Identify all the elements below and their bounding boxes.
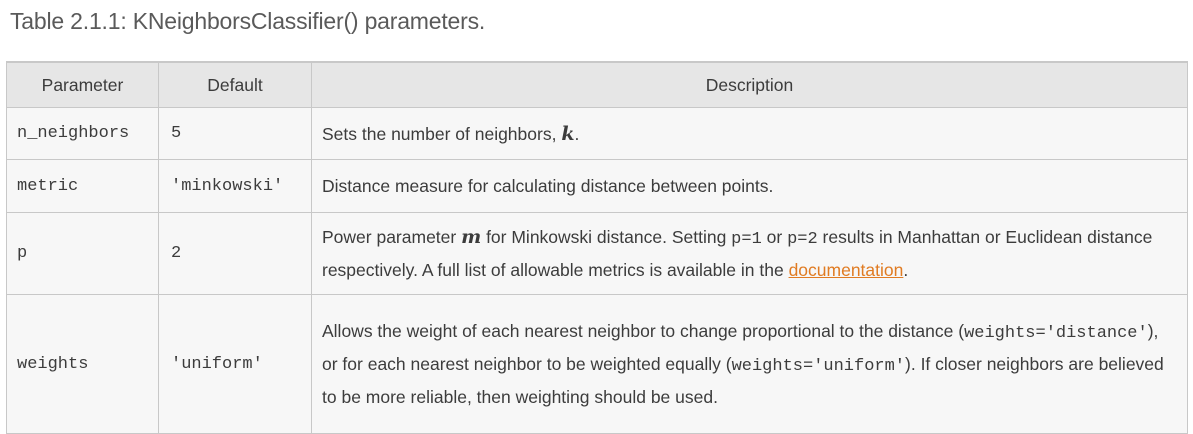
header-parameter: Parameter: [6, 61, 159, 108]
desc-text: or: [761, 227, 788, 247]
param-name: n_neighbors: [6, 107, 159, 160]
desc-text: Distance measure for calculating distanc…: [322, 176, 774, 196]
table-row: metric 'minkowski' Distance measure for …: [6, 159, 1188, 213]
param-default: 'minkowski': [158, 159, 312, 213]
param-default: 2: [158, 212, 312, 295]
table-row: n_neighbors 5 Sets the number of neighbo…: [6, 107, 1188, 160]
desc-text: results in Manhattan or Euclidean distan…: [322, 227, 1153, 280]
inline-code: p=2: [787, 230, 818, 249]
header-description: Description: [311, 61, 1188, 108]
param-default: 5: [158, 107, 312, 160]
desc-text: ), or for each nearest neighbor to be we…: [322, 321, 1159, 374]
desc-text: .: [574, 123, 580, 144]
math-symbol: m: [461, 226, 482, 248]
documentation-link[interactable]: documentation: [788, 260, 904, 280]
param-name: metric: [6, 159, 159, 213]
desc-text: Power parameter: [322, 227, 462, 247]
inline-code: weights='uniform': [731, 357, 906, 376]
header-default: Default: [158, 61, 312, 108]
param-description: Allows the weight of each nearest neighb…: [311, 294, 1188, 434]
desc-text: Allows the weight of each nearest neighb…: [322, 321, 965, 341]
desc-text: .: [903, 260, 909, 280]
inline-code: p=1: [731, 230, 762, 249]
table-row: weights 'uniform' Allows the weight of e…: [6, 294, 1188, 434]
param-name: weights: [6, 294, 159, 434]
table-caption: Table 2.1.1: KNeighborsClassifier() para…: [10, 8, 486, 34]
table-header-row: Parameter Default Description: [6, 61, 1188, 108]
param-name: p: [6, 212, 159, 295]
desc-text: for Minkowski distance. Setting: [481, 227, 732, 247]
table-row: p 2 Power parameter m for Minkowski dist…: [6, 212, 1188, 295]
inline-code: weights='distance': [964, 324, 1148, 343]
param-description: Power parameter m for Minkowski distance…: [311, 212, 1188, 295]
math-symbol: k: [561, 122, 575, 145]
desc-text: ). If closer neighbors are believed to b…: [322, 354, 1164, 407]
param-description: Distance measure for calculating distanc…: [311, 159, 1188, 213]
param-default: 'uniform': [158, 294, 312, 434]
param-description: Sets the number of neighbors, k.: [311, 107, 1188, 160]
desc-text: Sets the number of neighbors,: [322, 123, 562, 144]
parameters-table: Parameter Default Description n_neighbor…: [6, 61, 1188, 434]
